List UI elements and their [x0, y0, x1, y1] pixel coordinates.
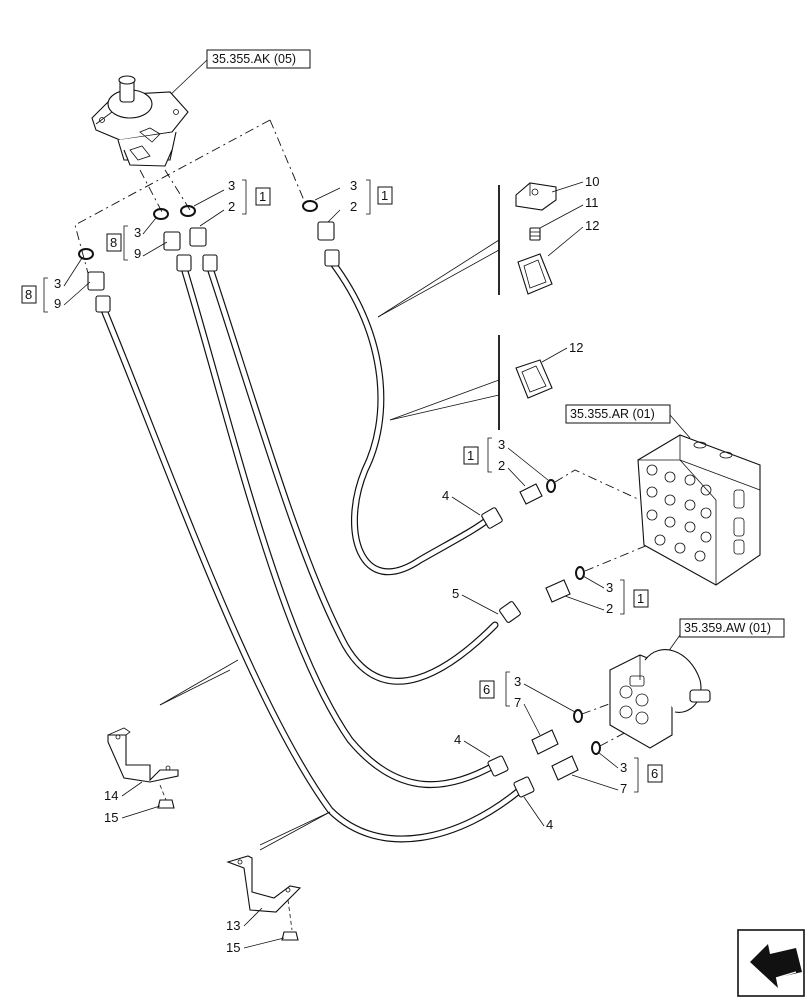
group-box-8[interactable]: 8 — [21, 285, 37, 304]
svg-text:6: 6 — [483, 682, 490, 697]
svg-text:2: 2 — [498, 458, 505, 473]
clip — [515, 182, 557, 211]
bolt — [157, 799, 175, 809]
svg-text:14: 14 — [104, 788, 118, 803]
svg-text:7: 7 — [620, 781, 627, 796]
svg-text:12: 12 — [585, 218, 599, 233]
svg-text:3: 3 — [498, 437, 505, 452]
svg-text:10: 10 — [585, 174, 599, 189]
group-box-1[interactable]: 1 — [377, 186, 393, 205]
alignment-line — [584, 539, 661, 572]
svg-text:5: 5 — [452, 586, 459, 601]
grommet — [515, 359, 553, 399]
callout-line — [159, 659, 239, 706]
parts-callout-lower — [389, 335, 500, 430]
svg-text:3: 3 — [350, 178, 357, 193]
callout-line — [259, 811, 331, 851]
svg-text:4: 4 — [442, 488, 449, 503]
svg-text:7: 7 — [514, 695, 521, 710]
bracket — [107, 727, 179, 783]
group-box-1[interactable]: 1 — [463, 446, 479, 465]
svg-text:1: 1 — [381, 188, 388, 203]
svg-text:13: 13 — [226, 918, 240, 933]
reference-box-ar[interactable]: 35.355.AR (01) — [565, 404, 671, 424]
alignment-line — [139, 169, 163, 213]
hose-end-fitting — [95, 249, 535, 798]
svg-text:15: 15 — [226, 940, 240, 955]
svg-text:35.355.AR (01): 35.355.AR (01) — [570, 407, 655, 421]
svg-text:8: 8 — [110, 235, 117, 250]
svg-text:3: 3 — [606, 580, 613, 595]
svg-text:3: 3 — [228, 178, 235, 193]
svg-text:9: 9 — [134, 246, 141, 261]
bolt — [281, 931, 299, 941]
group-box-8[interactable]: 8 — [106, 233, 122, 252]
group-box-6[interactable]: 6 — [479, 680, 495, 699]
svg-text:1: 1 — [467, 448, 474, 463]
svg-text:3: 3 — [514, 674, 521, 689]
adapter-fitting — [519, 483, 579, 781]
joystick-valve — [91, 75, 189, 167]
grommet — [517, 253, 553, 295]
svg-text:9: 9 — [54, 296, 61, 311]
hose — [100, 258, 524, 843]
svg-text:3: 3 — [620, 760, 627, 775]
svg-text:2: 2 — [350, 199, 357, 214]
o-ring — [78, 200, 318, 260]
svg-text:1: 1 — [637, 591, 644, 606]
reference-box-aw[interactable]: 35.359.AW (01) — [679, 618, 785, 638]
group-box-6[interactable]: 6 — [647, 764, 663, 783]
svg-text:3: 3 — [134, 225, 141, 240]
adapter-fitting — [87, 221, 335, 291]
screw — [529, 227, 541, 241]
svg-text:3: 3 — [54, 276, 61, 291]
parts-callout-upper — [377, 185, 500, 318]
hydraulic-motor — [609, 649, 711, 749]
alignment-line — [164, 169, 191, 211]
svg-text:4: 4 — [454, 732, 461, 747]
o-ring — [546, 479, 601, 755]
svg-text:2: 2 — [606, 601, 613, 616]
svg-text:2: 2 — [228, 199, 235, 214]
svg-text:35.359.AW (01): 35.359.AW (01) — [684, 621, 771, 635]
group-box-1[interactable]: 1 — [255, 187, 271, 206]
navigation-arrow-icon[interactable] — [737, 929, 805, 997]
svg-text:15: 15 — [104, 810, 118, 825]
svg-text:12: 12 — [569, 340, 583, 355]
svg-text:1: 1 — [259, 189, 266, 204]
svg-text:4: 4 — [546, 817, 553, 832]
svg-text:8: 8 — [25, 287, 32, 302]
control-valve-block — [637, 434, 761, 586]
alignment-line — [599, 729, 631, 747]
reference-box-ak[interactable]: 35.355.AK (05) — [206, 49, 311, 69]
alignment-line — [269, 119, 307, 206]
svg-text:6: 6 — [651, 766, 658, 781]
bracket — [226, 855, 302, 913]
svg-text:35.355.AK (05): 35.355.AK (05) — [212, 52, 296, 66]
alignment-line — [554, 469, 641, 501]
svg-text:11: 11 — [585, 195, 599, 210]
group-box-1[interactable]: 1 — [633, 589, 649, 608]
